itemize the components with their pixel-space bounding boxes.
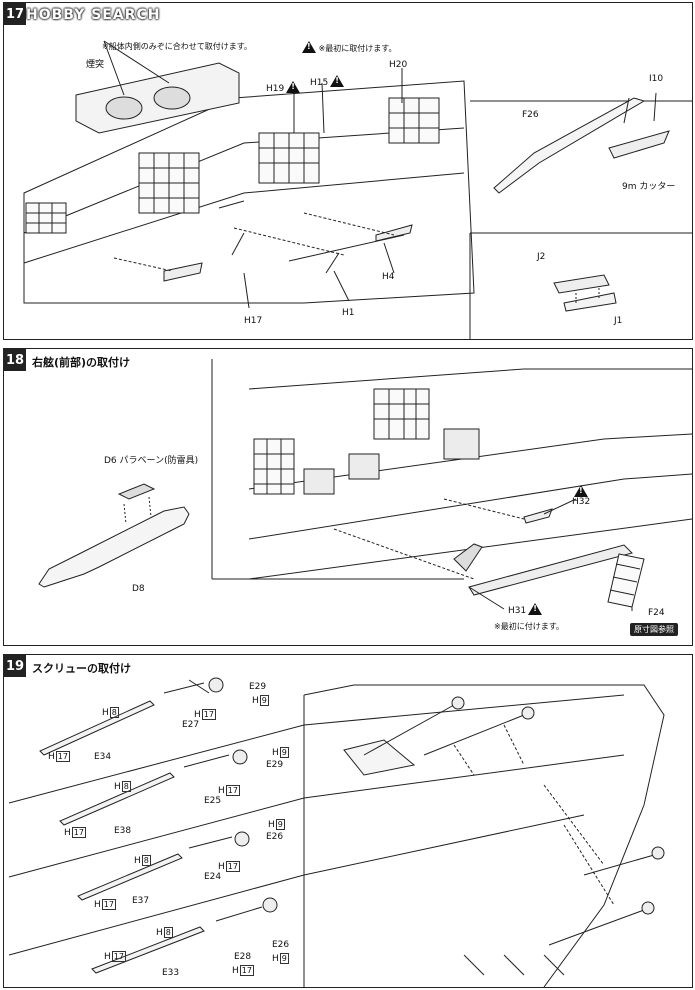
note-attach-first: ※最初に付けます。 — [494, 622, 564, 631]
label-h31: H31 — [508, 603, 543, 616]
ref-full-size-badge: 原寸図参照 — [630, 623, 678, 636]
label-h15: H15 — [310, 75, 345, 88]
label-d6: D6 パラベーン(防雷具) — [104, 456, 199, 466]
step-19-panel: 19 スクリューの取付け — [3, 654, 693, 988]
label-h19: H19 — [266, 81, 301, 94]
label-e34: E34 — [94, 752, 112, 762]
watermark-logo: HOBBY SEARCH — [26, 7, 161, 23]
label-h20: H20 — [389, 60, 408, 70]
label-cutter: 9m カッター — [622, 182, 676, 192]
label-e33: E33 — [162, 968, 180, 978]
label-e25: E25 — [204, 796, 222, 806]
step-19-drawing — [8, 677, 665, 987]
step-title: 右舷(前部)の取付け — [32, 356, 131, 369]
label-j2: J2 — [537, 252, 546, 262]
label-e37: E37 — [132, 896, 150, 906]
label-chimney: 煙突 — [86, 60, 105, 70]
label-e26-a: E26 — [266, 832, 284, 842]
step-title: スクリューの取付け — [32, 662, 131, 675]
label-e24: E24 — [204, 872, 222, 882]
label-j1: J1 — [614, 316, 623, 326]
label-e29-a: E29 — [249, 682, 267, 692]
step-number: 17 — [4, 3, 26, 25]
label-e27: E27 — [182, 720, 200, 730]
note-groove: ※船体内側のみぞに合わせて取付けます。 — [102, 42, 252, 51]
label-e28: E28 — [234, 952, 252, 962]
step-18-drawing — [38, 359, 692, 611]
label-e38: E38 — [114, 826, 132, 836]
label-h1: H1 — [342, 308, 355, 318]
label-h4: H4 — [382, 272, 395, 282]
note-attach-first: ※最初に取付けます。 — [300, 41, 396, 53]
label-d8: D8 — [132, 584, 145, 594]
label-f26: F26 — [522, 110, 539, 120]
label-h32: H32 — [572, 485, 590, 507]
label-i10: I10 — [649, 74, 664, 84]
step-number: 18 — [4, 349, 26, 371]
label-e26-b: E26 — [272, 940, 290, 950]
step-17-drawing — [23, 40, 692, 339]
step-18-panel: 18 右舷(前部)の取付け — [3, 348, 693, 646]
step-17-panel: 17 HOBBY SEARCH ※船体内側のみぞに合わせて取付けます。 ※最初に… — [3, 2, 693, 340]
label-h17: H17 — [244, 316, 263, 326]
step-number: 19 — [4, 655, 26, 677]
label-e29-b: E29 — [266, 760, 284, 770]
label-f24: F24 — [648, 608, 665, 618]
